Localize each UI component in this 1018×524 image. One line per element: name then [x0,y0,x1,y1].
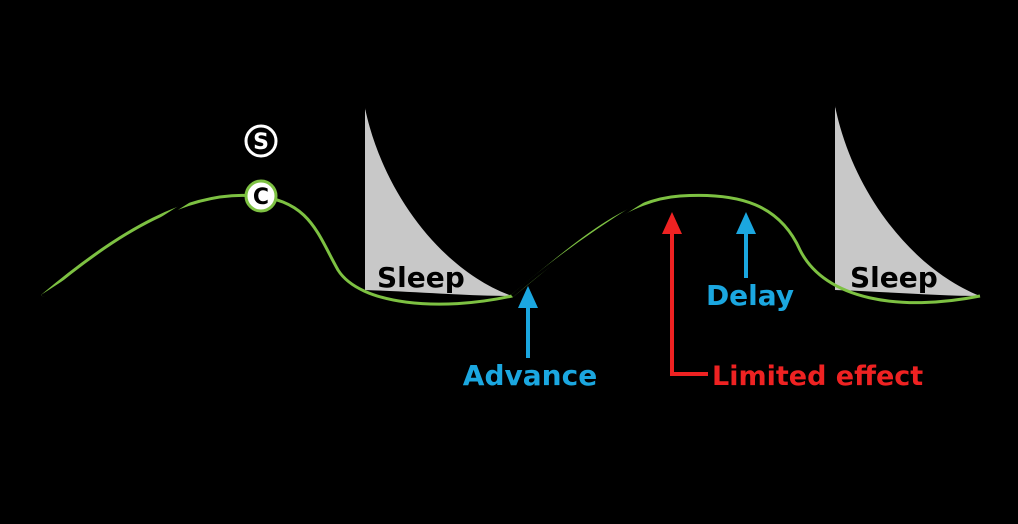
delay-arrow-head [736,212,756,234]
marker-c-circle [244,179,278,213]
limited-effect-arrow [662,212,708,376]
marker-c: C [244,179,278,213]
delay-label: Delay [706,279,794,312]
time-axis-label: Time of Day [438,499,585,524]
time-axis-tick-label: 7:00 pm [945,448,1014,466]
time-axis-tick-label: 7:00 pm [320,448,389,466]
time-axis-tick-label: 7:00 am [633,448,701,466]
limited-effect-arrow-head [662,212,682,234]
marker-c-letter: C [253,185,269,210]
limited-effect-label: Limited effect [712,361,923,392]
sleep-region-2 [835,106,980,296]
sleep-label-1: Sleep [377,261,465,294]
time-axis-tick-label: 1:00 pm [789,448,858,466]
advance-label: Advance [463,359,597,392]
sleep-region-1 [365,108,512,296]
time-axis-ticks: 7:00 am 1:00 pm 7:00 pm 1:00 am 7:00 am 1:00 … [6,418,1014,466]
marker-s-letter: S [253,130,269,155]
marker-s-circle [244,124,278,158]
marker-s: S [244,124,278,158]
time-axis-tick-label: 1:00 am [477,448,545,466]
time-axis-tick-label: 7:00 am [6,448,74,466]
advance-arrow-head [518,286,538,308]
delay-arrow [736,212,756,278]
limited-effect-arrow-shaft [670,232,708,376]
diagram-title: Sleep regulation and the effect of light… [4,5,720,35]
curve-s [41,104,836,298]
sleep-label-2: Sleep [850,261,938,294]
time-axis-tick-label: 1:00 pm [164,448,233,466]
advance-arrow [518,286,538,358]
